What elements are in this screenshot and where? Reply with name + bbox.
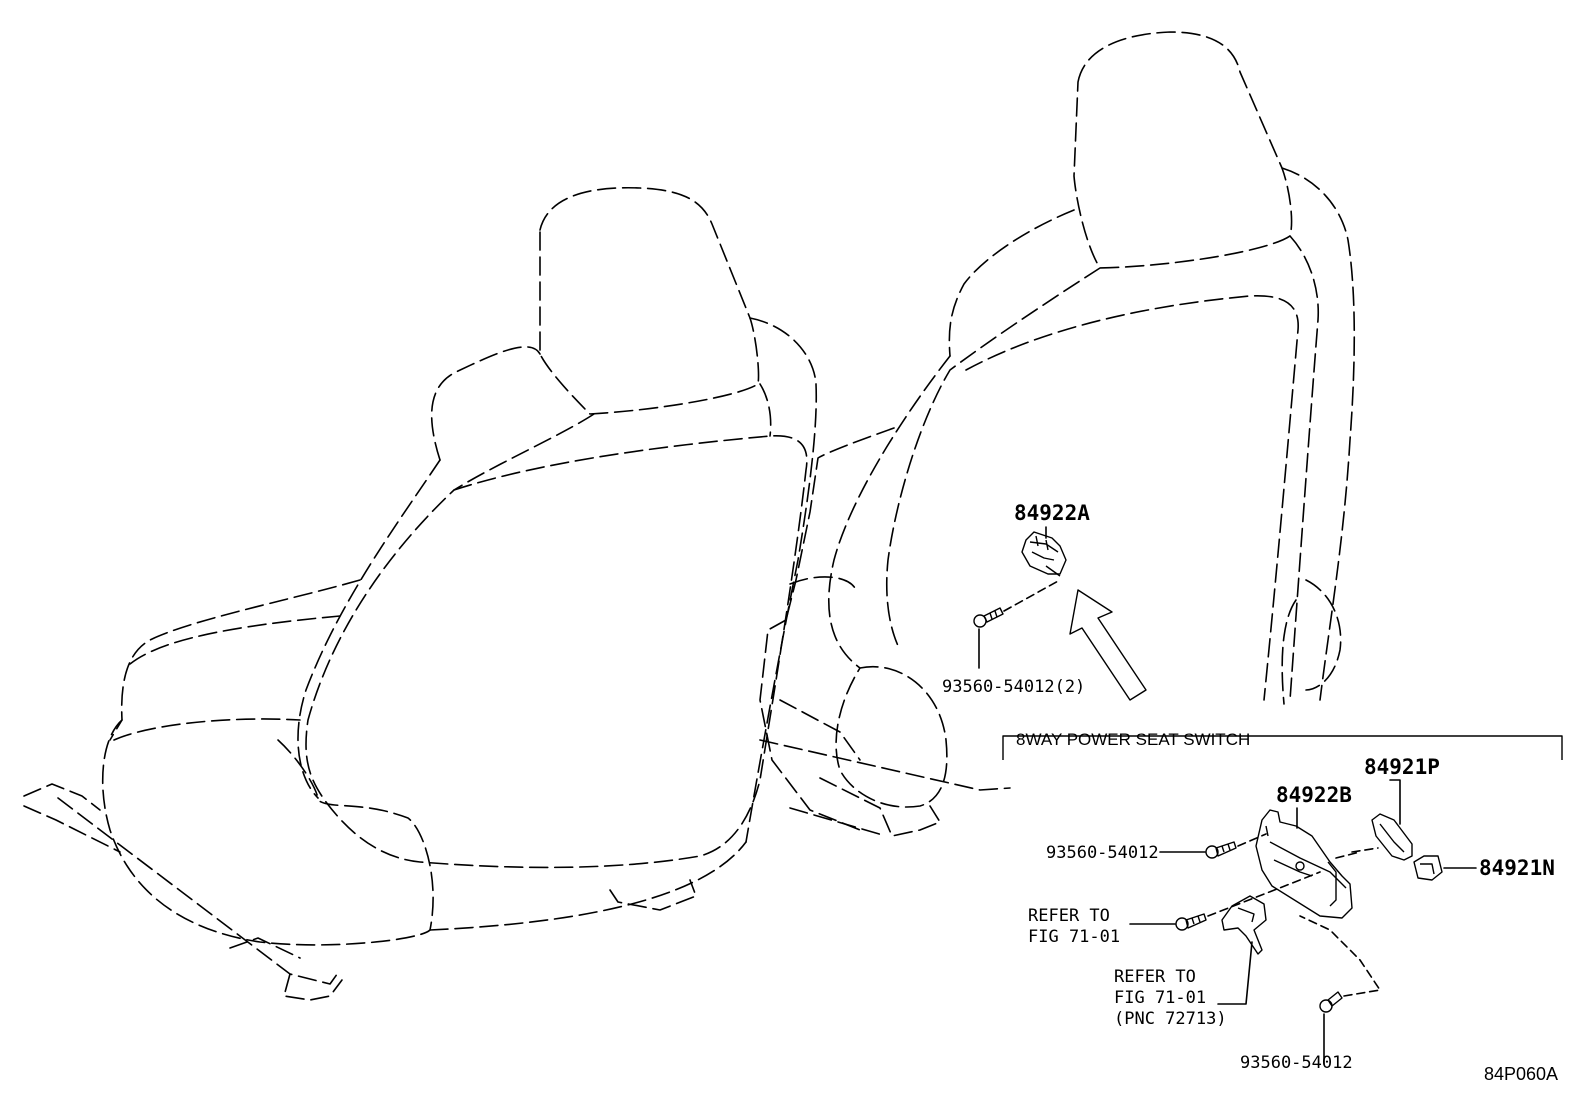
inset-bolt-a	[1205, 841, 1237, 859]
upper-bolt-dashed-line	[1003, 579, 1061, 612]
direction-arrow	[1069, 589, 1147, 701]
right-seat-outline	[759, 31, 1356, 837]
label-84922A: 84922A	[1014, 501, 1090, 525]
label-bolt-a: 93560-54012	[1046, 843, 1159, 863]
label-84921N: 84921N	[1479, 856, 1555, 880]
diagram-code: 84P060A	[1484, 1064, 1558, 1084]
label-refer-a-line1: REFER TO	[1028, 906, 1110, 926]
knob-84921N	[1413, 855, 1443, 881]
inset-bolt-c	[1319, 991, 1343, 1013]
dash-bolt-b	[1207, 871, 1321, 917]
dash-bolt-c	[1299, 915, 1381, 997]
lever-part	[1221, 895, 1267, 955]
inset-bolt-b	[1175, 913, 1207, 931]
upper-bolt	[973, 607, 1004, 628]
label-84922B: 84922B	[1276, 783, 1352, 807]
upper-switch-84922A	[1021, 531, 1067, 577]
switch-base-84922B	[1255, 809, 1353, 919]
label-refer-b-line1: REFER TO	[1114, 967, 1196, 987]
label-refer-b-line3: (PNC 72713)	[1114, 1009, 1227, 1029]
left-seat-outline	[23, 186, 818, 1001]
leader-84921P	[1389, 779, 1401, 825]
dash-bolt-a	[1237, 833, 1267, 847]
label-84921P: 84921P	[1364, 755, 1440, 779]
label-bolt-c: 93560-54012	[1240, 1053, 1353, 1073]
inset-bracket	[1002, 735, 1563, 760]
inset-title: 8WAY POWER SEAT SWITCH	[1016, 730, 1250, 749]
knob-84921P	[1371, 813, 1413, 861]
label-refer-b-line2: FIG 71-01	[1114, 988, 1206, 1008]
dash-knob	[1335, 847, 1379, 859]
label-refer-a-line2: FIG 71-01	[1028, 927, 1120, 947]
label-upper-bolt: 93560-54012(2)	[942, 677, 1085, 697]
leader-lever	[1217, 941, 1253, 1005]
